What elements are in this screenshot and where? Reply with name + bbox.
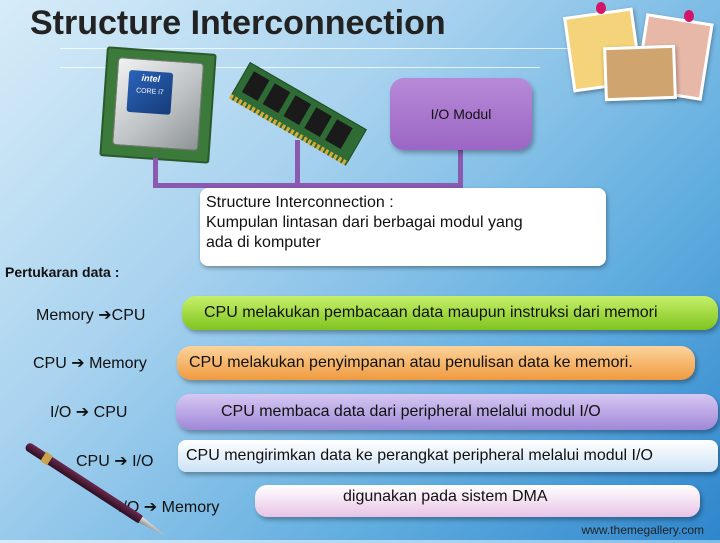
row-1-direction: Memory ➔CPU: [36, 307, 146, 324]
cpu-badge: intel CORE i7: [126, 69, 174, 115]
title-underline-2: [60, 67, 540, 68]
cpu-chip-image: intel CORE i7: [99, 46, 217, 164]
row-5-direction: I/O ➔ Memory: [118, 499, 220, 516]
footer-url[interactable]: www.themegallery.com: [581, 523, 704, 537]
ram-connector: [295, 140, 300, 185]
cpu-model: CORE i7: [135, 87, 164, 97]
definition-line-3: ada di komputer: [206, 234, 321, 251]
bus-connector: [153, 183, 463, 188]
row-1-description: CPU melakukan pembacaan data maupun inst…: [204, 304, 658, 321]
row-2-description-box: CPU melakukan penyimpanan atau penulisan…: [177, 346, 695, 380]
definition-line-1: Structure Interconnection :: [206, 194, 394, 211]
row-2-direction: CPU ➔ Memory: [33, 355, 147, 372]
row-3-description: CPU membaca data dari peripheral melalui…: [221, 403, 601, 420]
row-4-description-box: CPU mengirimkan data ke perangkat periph…: [178, 440, 718, 472]
cpu-connector: [153, 158, 158, 188]
io-connector: [458, 150, 463, 188]
pushpin-icon: [596, 2, 606, 14]
row-1-description-box: CPU melakukan pembacaan data maupun inst…: [182, 296, 718, 330]
definition-box: Structure Interconnection : Kumpulan lin…: [200, 188, 606, 266]
row-3-description-box: CPU membaca data dari peripheral melalui…: [176, 394, 718, 430]
pushpin-icon: [684, 10, 694, 22]
row-5-description-box: digunakan pada sistem DMA: [255, 485, 700, 517]
io-module-label: I/O Modul: [430, 106, 492, 122]
slide-title: Structure Interconnection: [30, 4, 446, 42]
io-module-box: I/O Modul: [390, 78, 532, 150]
classroom-photo-3: [603, 44, 677, 102]
row-3-direction: I/O ➔ CPU: [50, 404, 128, 421]
title-underline: [60, 48, 580, 49]
row-2-description: CPU melakukan penyimpanan atau penulisan…: [189, 354, 633, 371]
row-4-direction: CPU ➔ I/O: [76, 453, 154, 470]
definition-line-2: Kumpulan lintasan dari berbagai modul ya…: [206, 214, 523, 231]
row-4-description: CPU mengirimkan data ke perangkat periph…: [186, 447, 653, 464]
exchange-title: Pertukaran data :: [5, 264, 120, 280]
row-5-description: digunakan pada sistem DMA: [343, 488, 548, 505]
